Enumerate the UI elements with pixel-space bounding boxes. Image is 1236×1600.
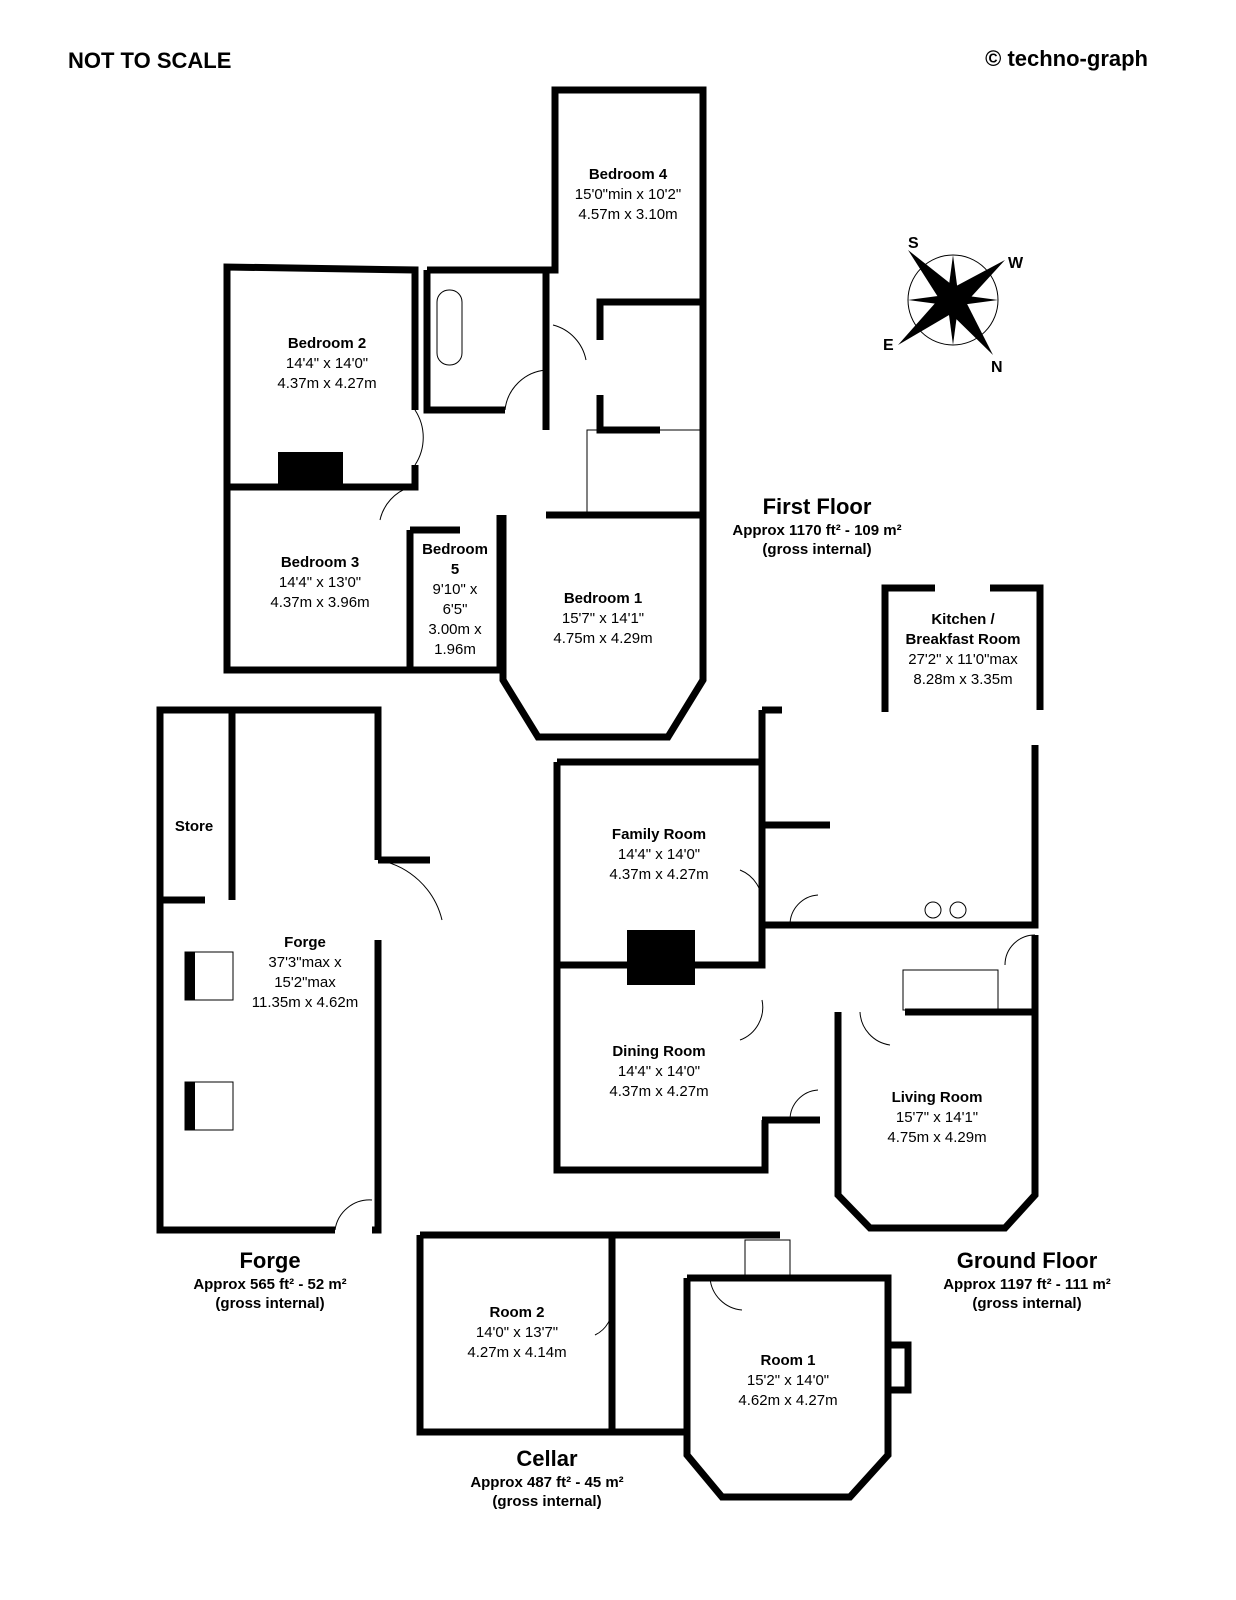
room-metric: 11.35m x 4.62m: [251, 994, 359, 1011]
room-metric: 8.28m x 3.35m: [913, 671, 1013, 688]
room-imperial: 14'4" x 14'0": [617, 1063, 701, 1080]
floor-area: Approx 565 ft² - 52 m²: [193, 1276, 347, 1293]
floor-area: Approx 1197 ft² - 111 m²: [943, 1276, 1111, 1293]
room-metric: 4.37m x 4.27m: [609, 1083, 709, 1100]
room-metric: 4.37m x 3.96m: [270, 594, 370, 611]
room-metric: 4.37m x 4.27m: [277, 375, 377, 392]
floor-note: (gross internal): [972, 1295, 1082, 1312]
room-bedroom2: Bedroom 2 14'4" x 14'0" 4.37m x 4.27m: [277, 334, 376, 394]
room-name: Living Room: [891, 1089, 983, 1106]
room-forge: Forge 37'3"max x 15'2"max 11.35m x 4.62m: [252, 933, 358, 1013]
room-imperial: 15'7" x 14'1": [561, 610, 645, 627]
compass-n: N: [991, 359, 1003, 376]
room-metric: 1.96m: [434, 641, 476, 658]
floor-name: Forge: [239, 1248, 301, 1273]
room-imperial: 37'3"max x: [268, 954, 342, 971]
room-metric: 3.00m x: [428, 621, 482, 638]
room-imperial: 15'2"max: [274, 974, 336, 991]
room-imperial: 14'4" x 14'0": [285, 355, 369, 372]
room-name: Room 2: [489, 1304, 545, 1321]
room-metric: 4.27m x 4.14m: [467, 1344, 567, 1361]
room-name: Room 1: [760, 1352, 816, 1369]
compass-e: E: [883, 337, 894, 354]
room-kitchen: Kitchen / Breakfast Room 27'2" x 11'0"max 8…: [905, 610, 1020, 690]
copyright: © techno-graph: [985, 46, 1148, 71]
scale-note: NOT TO SCALE: [68, 48, 232, 73]
compass-s: S: [908, 235, 919, 252]
room-imperial: 14'0" x 13'7": [475, 1324, 559, 1341]
room-name: Dining Room: [612, 1043, 706, 1060]
room-cellar-room2: Room 2 14'0" x 13'7" 4.27m x 4.14m: [467, 1303, 566, 1363]
room-store: Store: [175, 817, 213, 837]
room-dining: Dining Room 14'4" x 14'0" 4.37m x 4.27m: [609, 1042, 708, 1102]
compass-w: W: [1008, 255, 1024, 272]
room-imperial: 14'4" x 13'0": [278, 574, 362, 591]
floor-name: Ground Floor: [956, 1248, 1098, 1273]
room-name: Forge: [284, 934, 326, 951]
room-metric: 4.75m x 4.29m: [887, 1129, 987, 1146]
room-bedroom4: Bedroom 4 15'0"min x 10'2" 4.57m x 3.10m: [575, 165, 681, 225]
room-imperial: 6'5": [442, 601, 468, 618]
room-bedroom5: Bedroom 5 9'10" x 6'5" 3.00m x 1.96m: [422, 540, 488, 660]
floor-note: (gross internal): [215, 1295, 325, 1312]
room-imperial: 27'2" x 11'0"max: [908, 651, 1018, 668]
room-imperial: 15'0"min x 10'2": [574, 186, 682, 203]
room-metric: 4.62m x 4.27m: [738, 1392, 838, 1409]
floor-area: Approx 487 ft² - 45 m²: [470, 1474, 624, 1491]
room-bedroom1: Bedroom 1 15'7" x 14'1" 4.75m x 4.29m: [553, 589, 652, 649]
room-imperial: 15'7" x 14'1": [895, 1109, 979, 1126]
room-name: Bedroom: [422, 541, 488, 558]
compass-icon: S W E N: [883, 235, 1024, 376]
floor-note: (gross internal): [492, 1493, 602, 1510]
floor-note: (gross internal): [762, 541, 872, 558]
room-bedroom3: Bedroom 3 14'4" x 13'0" 4.37m x 3.96m: [270, 553, 369, 613]
fireplaces: [185, 452, 695, 1130]
floor-name: First Floor: [762, 494, 872, 519]
room-name: Store: [174, 818, 214, 835]
floor-area: Approx 1170 ft² - 109 m²: [732, 522, 902, 539]
fixtures: [184, 289, 1036, 1336]
room-cellar-room1: Room 1 15'2" x 14'0" 4.62m x 4.27m: [738, 1351, 837, 1411]
room-name: Kitchen /: [931, 611, 995, 628]
room-name: Breakfast Room: [905, 631, 1021, 648]
room-name: Bedroom 3: [280, 554, 360, 571]
room-name: Bedroom 2: [287, 335, 367, 352]
room-family: Family Room 14'4" x 14'0" 4.37m x 4.27m: [609, 825, 708, 885]
room-name: Bedroom 1: [563, 590, 643, 607]
room-metric: 4.37m x 4.27m: [609, 866, 709, 883]
room-imperial: 14'4" x 14'0": [617, 846, 701, 863]
room-metric: 4.75m x 4.29m: [553, 630, 653, 647]
room-name: Family Room: [611, 826, 707, 843]
room-imperial: 9'10" x: [432, 581, 478, 598]
room-name: 5: [450, 561, 460, 578]
room-imperial: 15'2" x 14'0": [746, 1372, 830, 1389]
walls: [156, 86, 1044, 1501]
room-metric: 4.57m x 3.10m: [578, 206, 678, 223]
floor-name: Cellar: [516, 1446, 578, 1471]
room-name: Bedroom 4: [588, 166, 668, 183]
room-living: Living Room 15'7" x 14'1" 4.75m x 4.29m: [887, 1088, 986, 1148]
